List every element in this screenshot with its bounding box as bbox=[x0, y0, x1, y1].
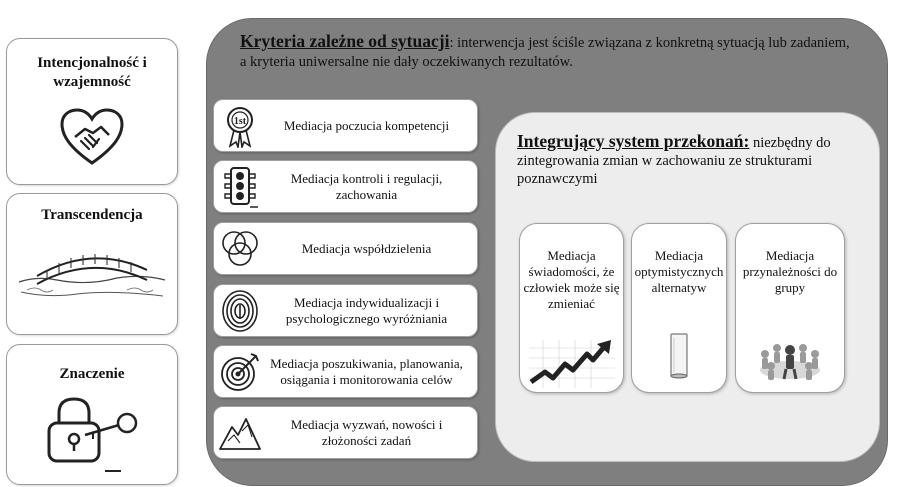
integrating-belief-header: Integrujący system przekonań: niezbędny … bbox=[517, 132, 867, 188]
belief-label: Mediacja przynależności do grupy bbox=[742, 248, 838, 295]
situational-criteria-description: : interwencja jest ściśle związana z kon… bbox=[240, 35, 850, 70]
bridge-icon bbox=[18, 254, 166, 297]
mediation-label: Mediacja poczucia kompetencji bbox=[283, 117, 450, 133]
mediation-label: Mediacja indywidualizacji i psychologicz… bbox=[285, 294, 448, 326]
situational-criteria-title: Kryteria zależne od sytuacji bbox=[240, 31, 450, 51]
mediation-card: Mediacja indywidualizacji i psychologicz… bbox=[213, 284, 478, 337]
mediation-label: Mediacja poszukiwania, planowania, osiąg… bbox=[270, 355, 463, 387]
card-intentionality: Intencjonalność i wzajemność bbox=[6, 38, 178, 185]
padlock-key-icon bbox=[47, 397, 138, 472]
mediation-card: Mediacja współdzielenia bbox=[213, 222, 478, 275]
people-circle-icon bbox=[760, 344, 820, 380]
mediation-label: Mediacja współdzielenia bbox=[301, 240, 432, 256]
venn-circles-icon bbox=[222, 230, 258, 266]
target-icon bbox=[221, 352, 259, 391]
belief-label: Mediacja świadomości, że człowiek może s… bbox=[523, 248, 620, 311]
mountain-icon bbox=[219, 417, 261, 450]
mediation-card: Mediacja kontroli i regulacji, zachowani… bbox=[213, 160, 478, 213]
rising-chart-arrow-icon bbox=[528, 340, 615, 388]
card-meaning: Znaczenie bbox=[6, 344, 178, 485]
belief-card: Mediacja przynależności do grupy bbox=[735, 223, 845, 393]
mediation-label: Mediacja kontroli i regulacji, zachowani… bbox=[290, 170, 443, 202]
mediation-card: Mediacja poszukiwania, planowania, osiąg… bbox=[213, 345, 478, 398]
card-title: Intencjonalność i wzajemność bbox=[37, 55, 147, 90]
situational-criteria-header: Kryteria zależne od sytuacji: interwencj… bbox=[240, 32, 850, 72]
integrating-belief-title: Integrujący system przekonań: bbox=[517, 131, 750, 151]
card-title: Transcendencja bbox=[41, 207, 143, 223]
integrating-belief-description: niezbędny do zintegrowania zmian w zacho… bbox=[517, 135, 831, 187]
belief-card: Mediacja optymistycznych alternatyw bbox=[631, 223, 727, 393]
card-title: Znaczenie bbox=[59, 366, 125, 382]
heart-handshake-icon bbox=[60, 108, 124, 165]
belief-label: Mediacja optymistycznych alternatyw bbox=[634, 248, 724, 295]
mediation-card: 1st Mediacja poczucia kompetencji bbox=[213, 99, 478, 152]
belief-card: Mediacja świadomości, że człowiek może s… bbox=[519, 223, 624, 393]
mediation-label: Mediacja wyzwań, nowości i złożoności za… bbox=[290, 416, 443, 448]
glass-cylinder-icon bbox=[670, 333, 688, 379]
svg-text:1st: 1st bbox=[234, 116, 247, 127]
traffic-light-icon bbox=[224, 166, 258, 208]
mediation-card: Mediacja wyzwań, nowości i złożoności za… bbox=[213, 406, 478, 459]
fingerprint-icon bbox=[222, 289, 258, 332]
medal-ribbon-icon: 1st bbox=[227, 106, 253, 148]
card-transcendence: Transcendencja bbox=[6, 193, 178, 335]
